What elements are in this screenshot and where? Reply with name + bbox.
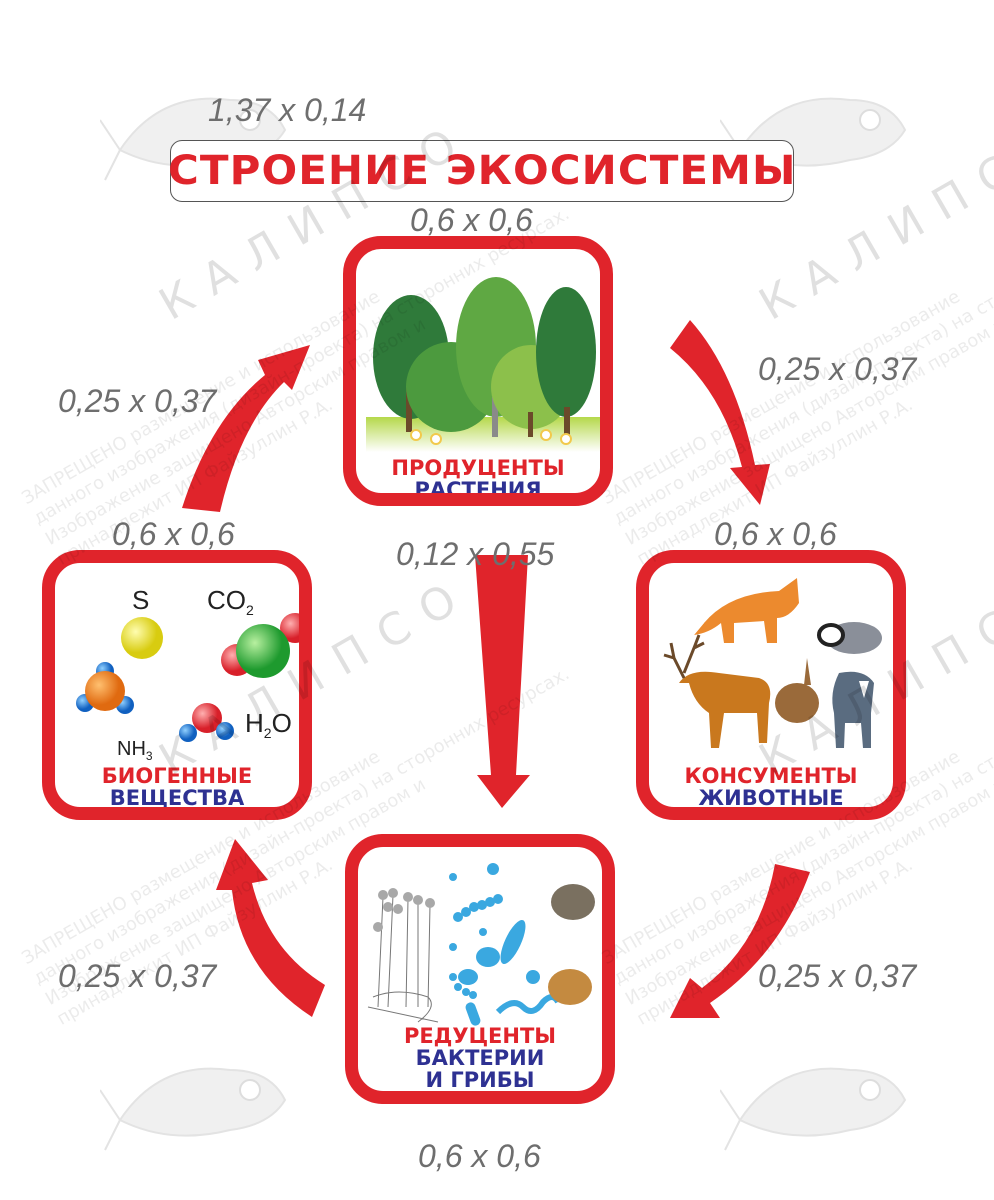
- nutrients-subtitle: ВЕЩЕСТВА: [109, 786, 245, 811]
- consumers-title: КОНСУМЕНТЫ: [684, 764, 858, 788]
- decomposers-label: РЕДУЦЕНТЫ БАКТЕРИИ И ГРИБЫ: [358, 1025, 602, 1091]
- consumers-label: КОНСУМЕНТЫ ЖИВОТНЫЕ: [649, 764, 893, 811]
- producers-subtitle: РАСТЕНИЯ: [414, 478, 542, 503]
- nutrients-label: БИОГЕННЫЕ ВЕЩЕСТВА: [55, 764, 299, 811]
- page-title: СТРОЕНИЕ ЭКОСИСТЕМЫ: [167, 148, 797, 194]
- arrow-nutrients-to-producers-icon: [182, 345, 310, 512]
- formula-nh3: NH3: [117, 738, 153, 763]
- arrow-consumers-to-decomposers-icon: [670, 864, 810, 1018]
- title-dimension: 1,37 x 0,14: [208, 92, 367, 128]
- producers-dimension: 0,6 x 0,6: [410, 202, 533, 238]
- decomposers-title: РЕДУЦЕНТЫ: [403, 1024, 557, 1048]
- arrow-dimension-consumers-decomposers: 0,25 x 0,37: [758, 958, 917, 994]
- formula-co2: CO2: [207, 585, 254, 619]
- molecules-icon: [76, 613, 299, 742]
- fish-watermark-icon: [720, 1067, 907, 1151]
- card-nutrients: S CO2 NH3 H2O БИОГЕННЫЕ ВЕЩЕСТВА: [42, 550, 312, 820]
- producers-label: ПРОДУЦЕНТЫ РАСТЕНИЯ: [356, 456, 600, 503]
- arrow-producers-to-decomposers-icon: [475, 555, 530, 808]
- consumers-subtitle: ЖИВОТНЫЕ: [698, 786, 844, 811]
- arrow-dimension-producers-decomposers: 0,12 x 0,55: [396, 536, 555, 572]
- decomposers-subtitle-2: И ГРИБЫ: [425, 1068, 535, 1093]
- formula-h2o: H2O: [245, 708, 292, 742]
- title-banner: СТРОЕНИЕ ЭКОСИСТЕМЫ: [167, 140, 797, 202]
- nutrients-dimension: 0,6 x 0,6: [112, 516, 235, 552]
- card-producers: ПРОДУЦЕНТЫ РАСТЕНИЯ: [343, 236, 613, 506]
- nutrients-title: БИОГЕННЫЕ: [101, 764, 253, 788]
- card-decomposers: РЕДУЦЕНТЫ БАКТЕРИИ И ГРИБЫ: [345, 834, 615, 1104]
- fish-watermark-icon: [100, 1067, 287, 1151]
- producers-title: ПРОДУЦЕНТЫ: [391, 456, 565, 480]
- trees-icon: [366, 277, 600, 452]
- arrow-dimension-nutrients-producers: 0,25 x 0,37: [58, 383, 217, 419]
- animals-icon: [663, 578, 882, 748]
- formula-s: S: [132, 585, 150, 615]
- consumers-dimension: 0,6 x 0,6: [714, 516, 837, 552]
- arrow-dimension-decomposers-nutrients: 0,25 x 0,37: [58, 958, 217, 994]
- arrow-producers-to-consumers-icon: [670, 320, 770, 505]
- arrow-dimension-producers-consumers: 0,25 x 0,37: [758, 351, 917, 387]
- decomposers-dimension: 0,6 x 0,6: [418, 1138, 541, 1174]
- decomposers-subtitle-1: БАКТЕРИИ: [415, 1046, 545, 1071]
- arrow-decomposers-to-nutrients-icon: [216, 839, 325, 1017]
- bacteria-fungi-icon: [367, 863, 595, 1026]
- card-consumers: КОНСУМЕНТЫ ЖИВОТНЫЕ: [636, 550, 906, 820]
